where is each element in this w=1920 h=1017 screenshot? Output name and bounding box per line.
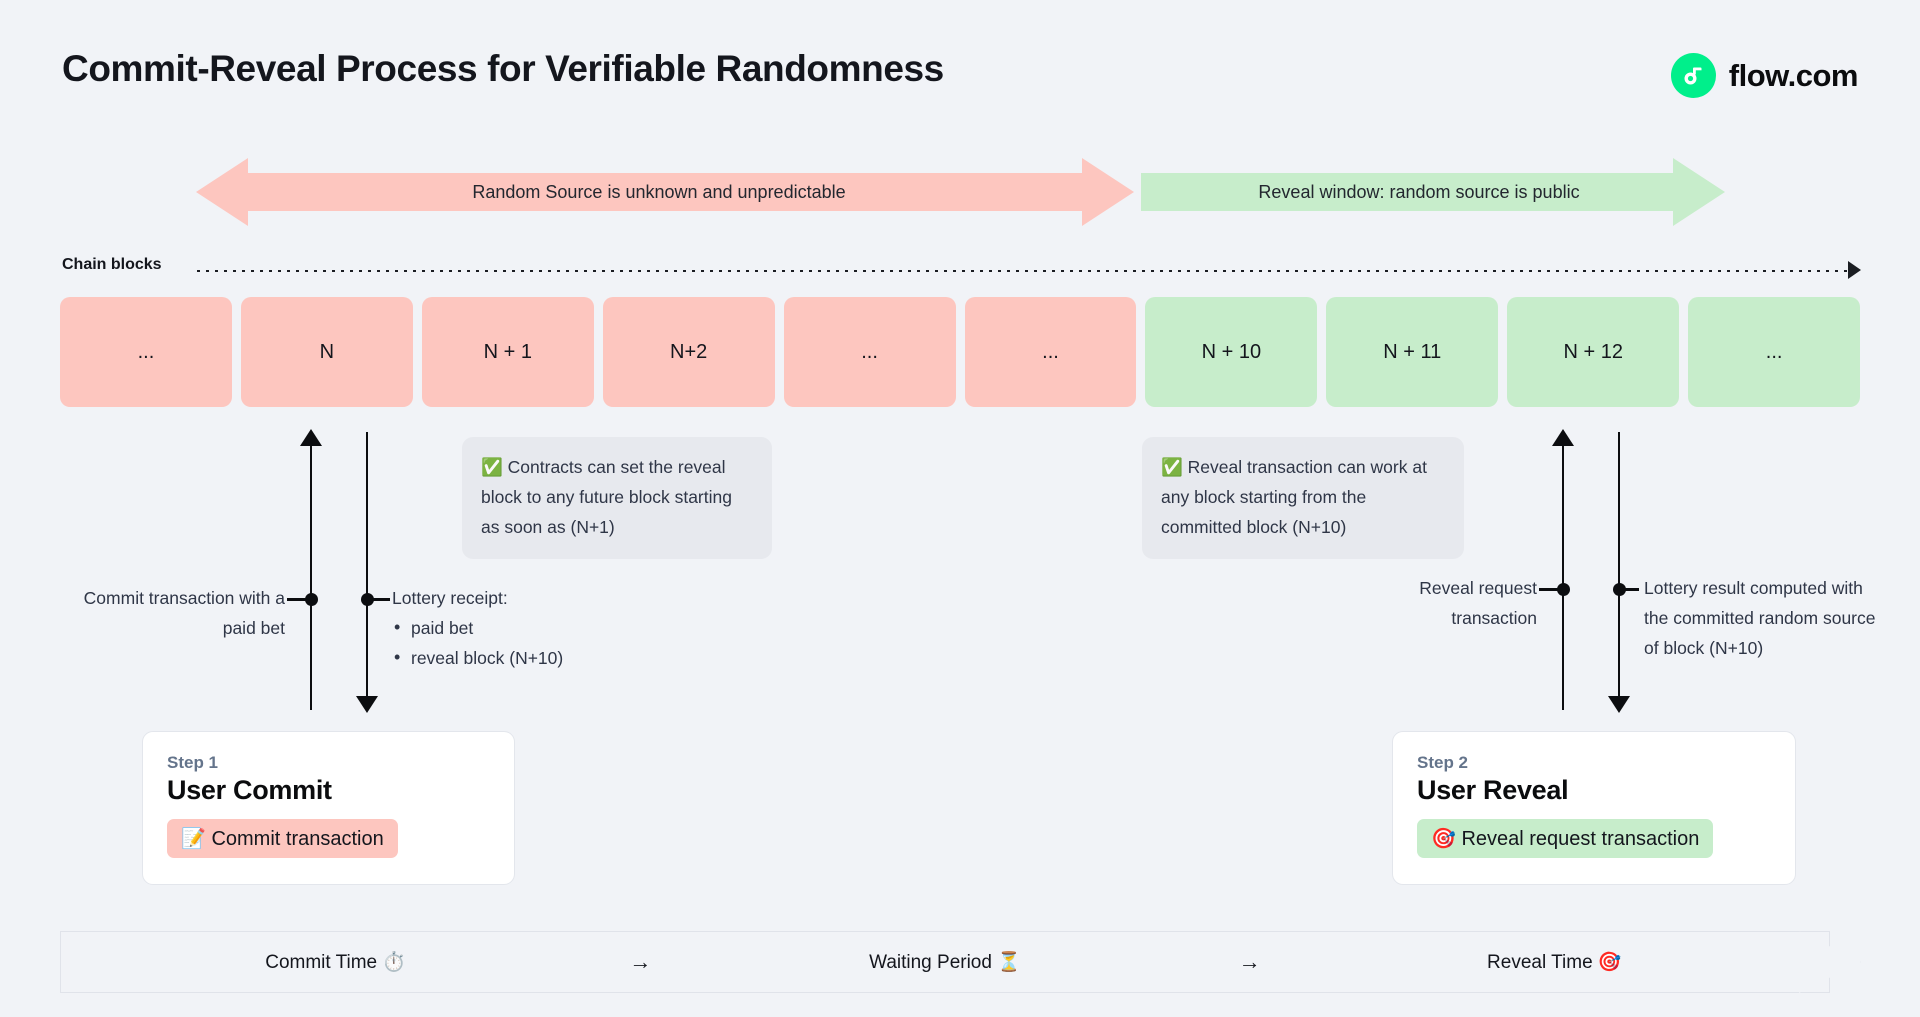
receipt-arrow-line — [365, 432, 369, 698]
chain-blocks-row: ... N N + 1 N+2 ... ... N + 10 N + 11 N … — [60, 297, 1861, 407]
commit-arrow-dot — [304, 593, 318, 606]
step-card-user-commit[interactable]: Step 1 User Commit 📝 Commit transaction — [142, 731, 515, 885]
step-card-user-reveal[interactable]: Step 2 User Reveal 🎯 Reveal request tran… — [1392, 731, 1796, 885]
page-title: Commit-Reveal Process for Verifiable Ran… — [62, 48, 944, 89]
annotation-lottery-receipt: Lottery receipt: paid bet reveal block (… — [392, 583, 652, 673]
lottery-receipt-item: reveal block (N+10) — [392, 642, 652, 673]
timeline-arrow-icon: → — [629, 949, 652, 974]
timeline-reveal-time: Reveal Time 🎯 — [1487, 952, 1622, 973]
timeline-waiting-period: Waiting Period ⏳ — [869, 952, 1021, 973]
receipt-arrow-dot — [360, 593, 374, 606]
chain-block[interactable]: N — [240, 297, 413, 407]
chain-block[interactable]: N + 12 — [1507, 297, 1680, 407]
commit-arrow-head-icon — [300, 429, 322, 446]
reveal-request-arrow-line — [1561, 444, 1565, 710]
timeline-arrow-point-icon — [1799, 931, 1861, 993]
reveal-request-arrow-tick — [1539, 588, 1560, 591]
lottery-receipt-item: paid bet — [392, 612, 652, 643]
chain-axis-line — [197, 270, 1857, 272]
receipt-arrow-head-icon — [356, 696, 378, 713]
annotation-reveal-request: Reveal request transaction — [1419, 578, 1537, 628]
timeline-body: Commit Time ⏱️ → Waiting Period ⏳ → Reve… — [60, 931, 1830, 993]
timeline-bar: Commit Time ⏱️ → Waiting Period ⏳ → Reve… — [60, 931, 1861, 993]
chain-block[interactable]: ... — [964, 297, 1137, 407]
phase-banner-reveal: Reveal window: random source is public — [1141, 158, 1725, 226]
lottery-receipt-title: Lottery receipt: — [392, 588, 508, 608]
chain-blocks-label: Chain blocks — [62, 256, 162, 273]
lottery-result-arrow-head-icon — [1608, 696, 1630, 713]
phase-banner-unknown-label: Random Source is unknown and unpredictab… — [472, 181, 846, 202]
timeline-arrow-icon: → — [1238, 949, 1261, 974]
chain-axis-arrow-icon — [1848, 261, 1861, 279]
step-kicker: Step 2 — [1417, 753, 1469, 772]
annotation-lottery-result: Lottery result computed with the committ… — [1644, 578, 1876, 658]
reveal-request-transaction-pill[interactable]: 🎯 Reveal request transaction — [1417, 819, 1714, 858]
chain-block[interactable]: N + 1 — [421, 297, 594, 407]
lottery-receipt-list: paid bet reveal block (N+10) — [392, 612, 652, 673]
chain-block[interactable]: ... — [60, 297, 232, 407]
step-title: User Reveal — [1417, 775, 1569, 805]
phase-banner-unknown: Random Source is unknown and unpredictab… — [196, 158, 1134, 226]
chain-block[interactable]: N + 10 — [1145, 297, 1318, 407]
chain-block[interactable]: N+2 — [602, 297, 775, 407]
brand-name: flow.com — [1728, 57, 1859, 93]
reveal-request-arrow-head-icon — [1552, 429, 1574, 446]
reveal-request-arrow-dot — [1556, 583, 1570, 596]
commit-arrow-tick — [287, 598, 308, 601]
commit-transaction-pill[interactable]: 📝 Commit transaction — [167, 819, 398, 858]
flow-mark-icon — [1670, 53, 1716, 98]
step-kicker: Step 1 — [167, 753, 219, 772]
chain-block[interactable]: ... — [1688, 297, 1861, 407]
lottery-result-arrow-line — [1617, 432, 1621, 698]
chain-block[interactable]: N + 11 — [1326, 297, 1499, 407]
commit-arrow-line — [309, 444, 313, 710]
step-title: User Commit — [167, 775, 332, 805]
note-contracts-reveal-block: ✅ Contracts can set the reveal block to … — [462, 437, 772, 559]
chain-block[interactable]: ... — [783, 297, 956, 407]
brand-logo: flow.com — [1670, 53, 1859, 98]
note-reveal-transaction: ✅ Reveal transaction can work at any blo… — [1142, 437, 1464, 559]
annotation-commit-transaction: Commit transaction with a paid bet — [83, 588, 285, 638]
phase-banner-reveal-label: Reveal window: random source is public — [1258, 181, 1580, 202]
receipt-arrow-tick — [369, 598, 390, 601]
timeline-commit-time: Commit Time ⏱️ — [265, 952, 407, 973]
lottery-result-arrow-dot — [1612, 583, 1626, 596]
lottery-result-arrow-tick — [1621, 588, 1639, 591]
